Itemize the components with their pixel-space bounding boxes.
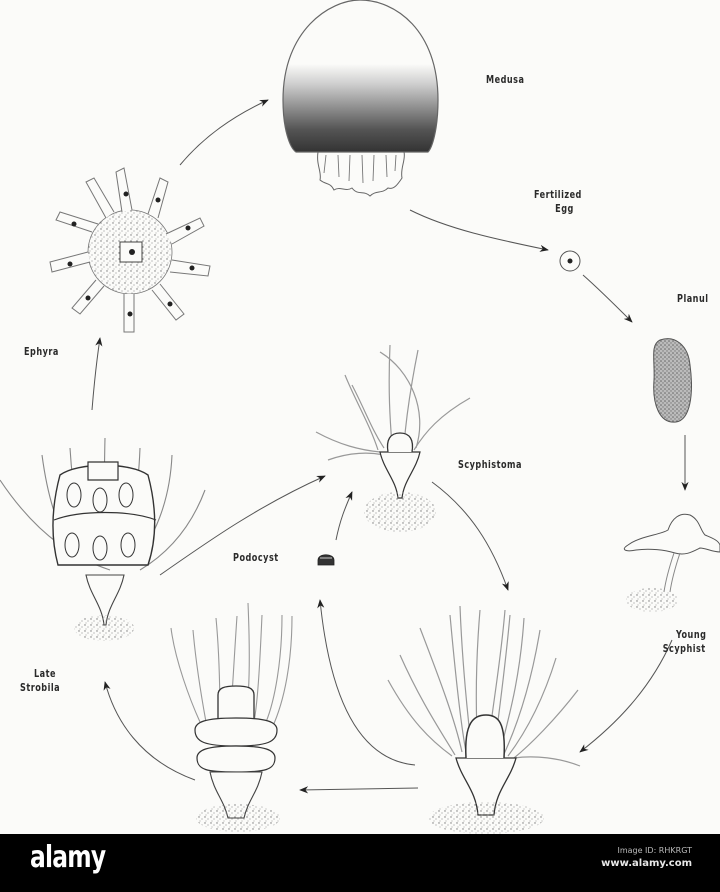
label-fertilized-egg: Fertilized Egg — [534, 188, 582, 216]
image-id: Image ID: RHKRGT — [617, 846, 692, 855]
ephyra-drawing — [49, 167, 211, 333]
watermark-footer: alamy Image ID: RHKRGT www.alamy.com — [0, 834, 720, 892]
early-strobila-drawing — [170, 602, 293, 832]
label-fertilized-egg-line2: Egg — [555, 202, 574, 215]
label-late-line1: Late — [33, 667, 56, 680]
label-scyphistoma: Scyphistoma — [458, 458, 522, 471]
label-late-line2: Strobila — [20, 681, 61, 694]
scyphistoma-drawing — [315, 344, 471, 532]
label-young-scyphistoma: Young Scyphist — [662, 628, 706, 656]
label-fertilized-egg-line1: Fertilized — [534, 188, 582, 201]
planula-drawing — [653, 338, 692, 423]
brand-logo: alamy — [30, 840, 106, 875]
label-planula: Planul — [677, 292, 709, 305]
image-meta: Image ID: RHKRGT www.alamy.com — [601, 846, 692, 869]
site-url: www.alamy.com — [601, 858, 692, 869]
label-medusa: Medusa — [486, 73, 525, 86]
label-podocyst: Podocyst — [233, 551, 279, 564]
mature-scyphistoma-drawing — [387, 605, 581, 834]
life-cycle-diagram: Medusa Fertilized Egg Planul Young Scyph… — [0, 0, 720, 834]
podocyst-drawing — [317, 554, 335, 566]
label-young-line2: Scyphist — [662, 642, 706, 655]
young-scyphistoma-drawing — [623, 513, 720, 612]
label-late-strobila: Late Strobila — [20, 667, 60, 695]
diagram-artwork — [0, 0, 720, 834]
label-ephyra: Ephyra — [24, 345, 59, 358]
label-young-line1: Young — [675, 628, 707, 641]
late-strobila-drawing — [0, 437, 206, 641]
medusa-drawing — [282, 0, 439, 197]
egg-drawing — [559, 250, 581, 272]
